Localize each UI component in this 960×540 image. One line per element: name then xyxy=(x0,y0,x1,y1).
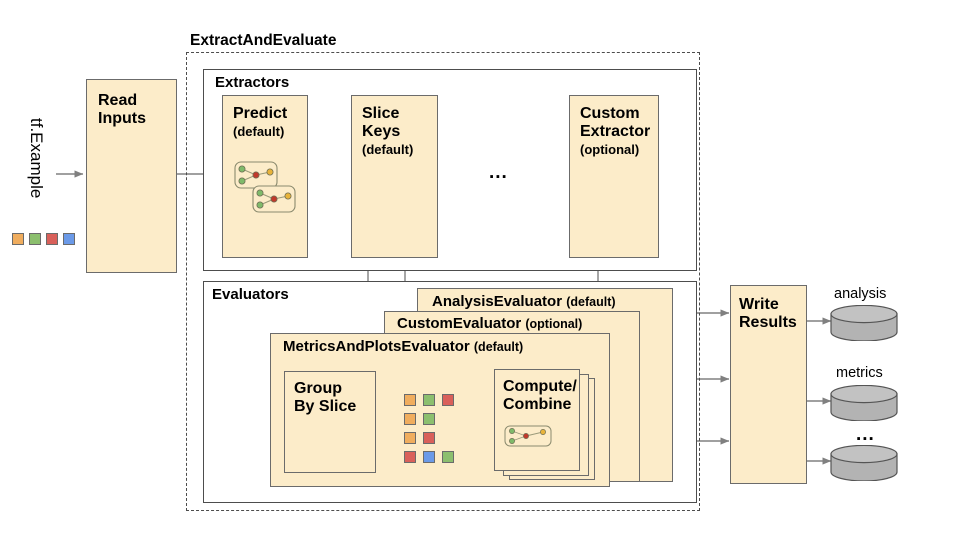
extract-and-evaluate-label: ExtractAndEvaluate xyxy=(190,32,337,49)
slice-swatch xyxy=(442,451,454,463)
graph-nodes-icon xyxy=(504,425,552,447)
input-label: tf.Example xyxy=(27,118,46,199)
write-results-title: Write xyxy=(739,296,779,313)
predict-subtitle: (default) xyxy=(233,123,285,139)
slice-keys-title: Slice xyxy=(362,105,400,122)
analysis-evaluator-name: AnalysisEvaluator xyxy=(432,293,563,310)
output-label-analysis: analysis xyxy=(834,286,887,302)
compute-combine-title: Compute/ xyxy=(503,378,577,395)
predict-title: Predict xyxy=(233,105,288,122)
analysis-evaluator-title: AnalysisEvaluator (default) xyxy=(418,289,672,310)
slice-swatch-grid xyxy=(404,394,460,466)
group-by-slice-title: Group xyxy=(294,380,342,397)
slice-swatch xyxy=(423,451,435,463)
slice-swatch xyxy=(404,451,416,463)
slice-swatch xyxy=(442,394,454,406)
custom-extractor-subtitle: (optional) xyxy=(580,141,640,157)
input-swatches xyxy=(12,233,76,247)
slice-swatch xyxy=(404,432,416,444)
slice-swatch xyxy=(423,432,435,444)
slice-swatch xyxy=(423,394,435,406)
slice-swatch xyxy=(404,413,416,425)
extractor-box-slice-keys[interactable]: Slice Keys (default) xyxy=(351,95,438,258)
swatch-blue xyxy=(63,233,75,245)
compute-combine-box[interactable]: Compute/ Combine xyxy=(494,369,580,471)
evaluators-label: Evaluators xyxy=(212,286,289,303)
metrics-plots-evaluator-title: MetricsAndPlotsEvaluator (default) xyxy=(271,334,609,355)
swatch-green xyxy=(29,233,41,245)
database-cylinder-icon xyxy=(830,385,898,421)
read-inputs-title: Read xyxy=(98,92,138,109)
slice-keys-title2: Keys xyxy=(362,122,401,140)
read-inputs-title2: Inputs xyxy=(98,109,146,127)
metrics-plots-evaluator-name: MetricsAndPlotsEvaluator xyxy=(283,338,470,355)
group-by-slice-title2: By Slice xyxy=(294,397,357,415)
custom-evaluator-title: CustomEvaluator (optional) xyxy=(385,312,639,332)
output-label-more: ... xyxy=(856,424,875,445)
graph-nodes-icon xyxy=(234,161,296,213)
swatch-red xyxy=(46,233,58,245)
read-inputs-box[interactable]: Read Inputs xyxy=(86,79,177,273)
write-results-title2: Results xyxy=(739,313,797,331)
group-by-slice-box[interactable]: Group By Slice xyxy=(284,371,376,473)
extractor-box-predict[interactable]: Predict (default) xyxy=(222,95,308,258)
extractors-ellipsis: ... xyxy=(489,162,508,183)
extractor-box-custom[interactable]: Custom Extractor (optional) xyxy=(569,95,659,258)
slice-keys-subtitle: (default) xyxy=(362,141,414,157)
slice-swatch xyxy=(404,394,416,406)
swatch-orange xyxy=(12,233,24,245)
database-cylinder-icon xyxy=(830,445,898,481)
compute-combine-title2: Combine xyxy=(503,395,572,413)
analysis-evaluator-suffix: (default) xyxy=(566,295,616,309)
output-label-metrics: metrics xyxy=(836,365,883,381)
metrics-plots-evaluator-suffix: (default) xyxy=(473,340,524,354)
extract-and-evaluate-container xyxy=(186,52,700,511)
custom-extractor-title: Custom xyxy=(580,105,640,122)
database-cylinder-icon xyxy=(830,305,898,341)
extractors-label: Extractors xyxy=(215,74,290,91)
custom-evaluator-suffix: (optional) xyxy=(525,317,583,331)
slice-swatch xyxy=(423,413,435,425)
custom-extractor-title2: Extractor xyxy=(580,122,651,140)
custom-evaluator-name: CustomEvaluator xyxy=(397,315,522,332)
write-results-box[interactable]: Write Results xyxy=(730,285,807,484)
